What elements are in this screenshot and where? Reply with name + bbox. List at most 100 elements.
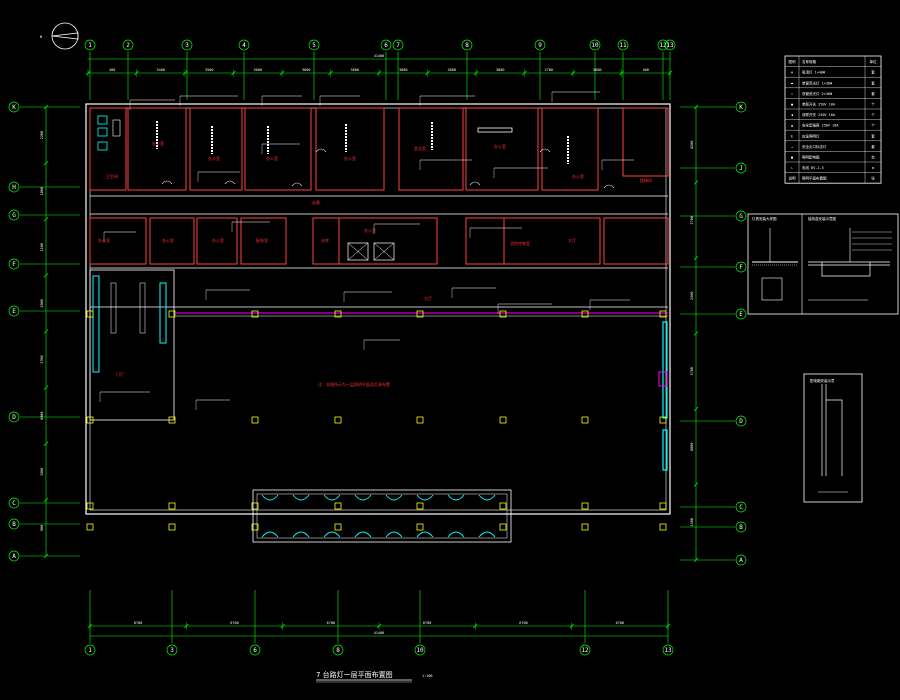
legend-unit: 台	[871, 155, 875, 160]
axis-bubble-top	[534, 39, 546, 51]
room-label: 会议室	[414, 145, 426, 151]
room-label: 卫生间	[106, 173, 118, 179]
dimension-tick	[693, 180, 699, 185]
axis-label-bottom: 1	[88, 647, 92, 654]
dimension-text: 400	[643, 68, 649, 72]
column	[416, 523, 424, 531]
axis-label-top: 6	[384, 42, 388, 49]
axis-bubble-right	[735, 554, 747, 566]
column	[86, 502, 94, 510]
legend-name: 照明平面布置图	[802, 176, 827, 181]
room-label: 大厅	[424, 295, 432, 301]
door-swing	[323, 531, 341, 538]
toilet-fixture	[97, 141, 108, 151]
detail-frame	[747, 213, 899, 315]
dimension-text: 2500	[690, 292, 694, 300]
axis-label-bottom: 3	[170, 647, 174, 654]
axis-label-bottom: 12	[581, 647, 589, 654]
axis-bubble-right	[735, 308, 747, 320]
dimension-text: 3600	[593, 68, 601, 72]
axis-label-top: 10	[591, 42, 599, 49]
axis-bubble-left	[8, 411, 20, 423]
dimension-text: 6700	[134, 621, 142, 625]
axis-label-left: G	[12, 212, 16, 219]
dimension-tick	[693, 482, 699, 487]
dimension-text: 6700	[423, 621, 431, 625]
legend-name: 双管荧光灯 2×36W	[802, 91, 833, 96]
legend-unit: 套	[871, 70, 875, 75]
dimension-text: 1100	[40, 243, 44, 251]
axis-label-right: F	[739, 264, 743, 271]
dimension-text: 3600	[254, 68, 262, 72]
column	[416, 502, 424, 510]
axis-bubble-left	[8, 518, 20, 530]
door-swing	[354, 531, 372, 538]
axis-bubble-top	[122, 39, 134, 51]
dimension-tick	[43, 217, 49, 222]
legend-name: 安全型插座 250V 10A	[802, 123, 839, 128]
axis-bubble-top	[308, 39, 320, 51]
legend-symbol: ∟	[791, 166, 793, 170]
axis-bubble-bottom	[332, 644, 344, 656]
office-wall	[244, 107, 312, 191]
legend-name: 照明配电箱	[802, 155, 820, 160]
equipment-box	[373, 242, 395, 261]
svg-text:N: N	[40, 35, 42, 39]
detail-title: 灯具安装大样图	[752, 216, 777, 221]
axis-bubble-left	[8, 101, 20, 113]
window-strip	[662, 429, 668, 471]
axis-label-left: A	[12, 553, 16, 560]
dimension-text: 900	[40, 525, 44, 531]
column	[581, 502, 589, 510]
dimension-text: 6700	[327, 621, 335, 625]
axis-bubble-left	[8, 209, 20, 221]
axis-label-top: 4	[242, 42, 246, 49]
door-swing	[292, 494, 310, 501]
axis-label-right: E	[739, 311, 743, 318]
column	[251, 502, 259, 510]
axis-label-top: 1	[88, 42, 92, 49]
dimension-text: 3800	[496, 68, 504, 72]
axis-bubble-right	[735, 210, 747, 222]
legend-symbol: ◑	[791, 113, 794, 117]
legend-symbol: 说明	[789, 176, 797, 181]
window-strip	[662, 321, 668, 419]
detail-line	[808, 261, 890, 277]
axis-label-left: E	[12, 308, 16, 315]
legend-unit: 个	[871, 102, 875, 107]
axis-label-top: 3	[185, 42, 189, 49]
room-label: 办公室	[572, 173, 584, 179]
room-wall	[196, 217, 238, 265]
axis-bubble-top	[657, 39, 669, 51]
legend-unit: 单位	[870, 59, 878, 64]
dimension-text: 6700	[230, 621, 238, 625]
dimension-tick	[43, 273, 49, 278]
legend-name: 吸顶灯 1×40W	[802, 70, 826, 75]
detail-box	[761, 277, 783, 301]
entrance-canopy-inner	[256, 493, 508, 539]
north-arrow-icon: N	[40, 22, 79, 50]
stair-rail	[159, 282, 167, 344]
axis-bubble-bottom	[166, 644, 178, 656]
door-swing	[323, 494, 341, 501]
drawing-title: 7 台路灯一层平面布置图	[316, 670, 393, 679]
toilet-fixture	[97, 115, 108, 125]
door-swing	[603, 184, 615, 189]
detail-frame	[803, 373, 863, 503]
dimension-text: 2500	[40, 299, 44, 307]
door-swing	[478, 494, 496, 501]
drawing-title-block: 7 台路灯一层平面布置图 1:100	[316, 670, 433, 683]
legend-unit: 个	[871, 123, 875, 128]
door-swing	[291, 182, 303, 187]
axis-bubble-top	[617, 39, 629, 51]
door-swing	[161, 180, 173, 185]
axis-label-left: F	[12, 261, 16, 268]
detail-drawings: 灯具安装大样图接线盒安装示意图配电箱安装示意	[747, 213, 899, 503]
room-label: 办公室	[162, 237, 174, 243]
axis-label-top: 2	[126, 42, 130, 49]
legend-name: 单联开关 250V 10A	[802, 102, 836, 107]
axis-bubble-right	[735, 501, 747, 513]
axis-label-left: K	[12, 104, 16, 111]
axis-label-bottom: 10	[416, 647, 424, 654]
